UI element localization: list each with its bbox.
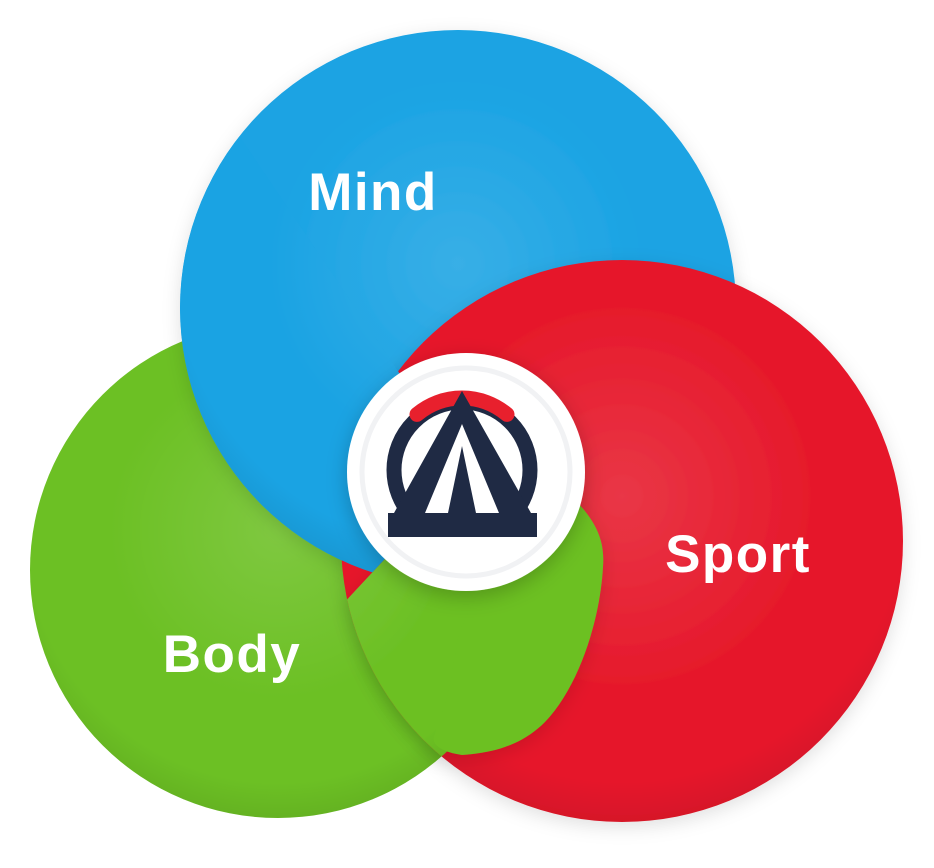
sport-label: Sport <box>665 525 811 584</box>
body-label: Body <box>163 625 302 684</box>
body-overlap-swirl-shading <box>341 472 526 818</box>
center-logo-badge <box>347 353 585 591</box>
logo-inner-ring <box>359 365 573 579</box>
brand-logo-icon <box>386 390 538 537</box>
logo-monogram-a <box>388 391 537 537</box>
body-swirl-tail <box>433 497 604 755</box>
mind-label: Mind <box>308 163 438 222</box>
